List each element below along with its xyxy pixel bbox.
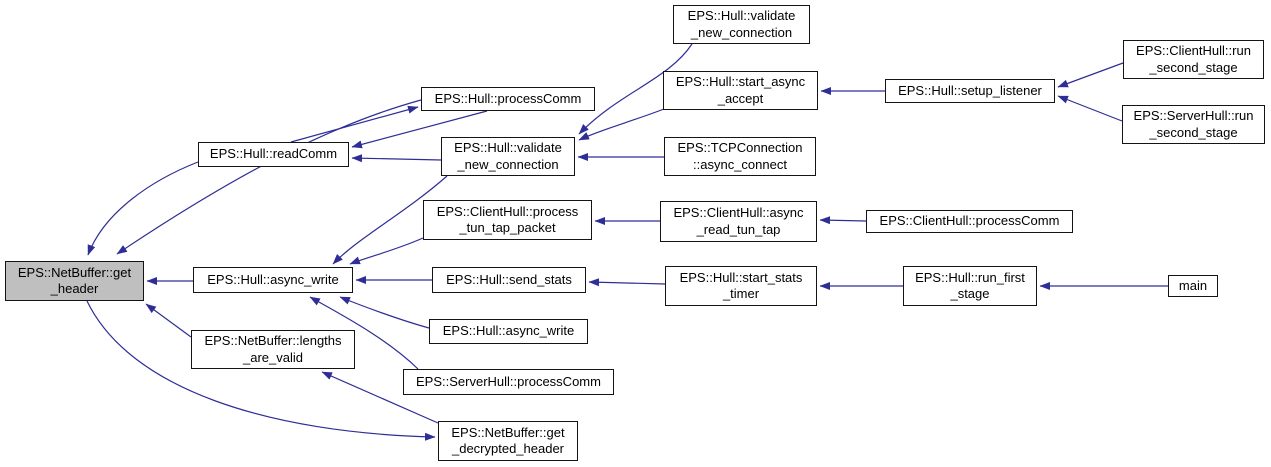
node-hull-setup-listener[interactable]: EPS::Hull::setup_listener <box>885 79 1055 103</box>
node-label: EPS::Hull::run_first <box>915 269 1025 285</box>
node-label: _header <box>50 281 99 296</box>
node-hull-process-comm[interactable]: EPS::Hull::processComm <box>421 87 595 111</box>
edge-client_run_second-to-setup_listener <box>1057 62 1124 88</box>
node-label: EPS::Hull::start_stats <box>679 269 803 285</box>
node-label: EPS::ServerHull::run <box>1133 108 1254 123</box>
node-label: main <box>1178 277 1208 293</box>
node-label: EPS::Hull::setup_listener <box>898 82 1042 98</box>
node-label: _second_stage <box>1149 124 1238 140</box>
node-clienthull-run-second-stage[interactable]: EPS::ClientHull::run_second_stage <box>1123 40 1264 79</box>
node-hull-read-comm[interactable]: EPS::Hull::readComm <box>198 142 349 167</box>
edge-start_stats_timer-to-send_stats <box>588 278 666 287</box>
node-label: EPS::TCPConnection <box>677 140 803 155</box>
node-serverhull-run-second-stage[interactable]: EPS::ServerHull::run_second_stage <box>1122 105 1265 144</box>
node-label: ::async_connect <box>693 156 787 172</box>
node-label: _stage <box>950 286 990 301</box>
edge-process_comm-to-get_header <box>116 99 422 255</box>
node-label: _accept <box>717 90 764 106</box>
node-clienthull-process-tun-tap-packet[interactable]: EPS::ClientHull::process_tun_tap_packet <box>423 200 592 240</box>
node-label: EPS::NetBuffer::lengths <box>204 333 342 348</box>
node-label: _new_connection <box>690 24 793 40</box>
edge-clienthull_process_comm-to-async_read_tun_tap <box>819 216 867 225</box>
edge-server_run_second-to-setup_listener <box>1057 95 1123 122</box>
node-hull-async-write[interactable]: EPS::Hull::async_write <box>193 267 353 293</box>
edge-process_comm-to-read_comm <box>351 110 488 149</box>
node-label: _second_stage <box>1149 59 1238 75</box>
edge-read_comm-to-process_comm <box>290 105 419 143</box>
node-label: EPS::ServerHull::processComm <box>416 373 601 389</box>
node-label: _read_tun_tap <box>696 221 781 237</box>
node-label: EPS::Hull::validate <box>687 8 796 23</box>
node-hull-start-async-accept[interactable]: EPS::Hull::start_async_accept <box>663 71 818 110</box>
node-hull-start-stats-timer[interactable]: EPS::Hull::start_stats_timer <box>665 266 817 306</box>
node-label: _new_connection <box>457 156 559 172</box>
edge-validate_top-to-validate_mid <box>578 43 693 135</box>
node-label: EPS::Hull::start_async <box>675 74 806 89</box>
node-label: _timer <box>722 286 760 301</box>
node-serverhull-process-comm[interactable]: EPS::ServerHull::processComm <box>403 369 614 395</box>
node-label: EPS::ClientHull::processComm <box>879 213 1060 229</box>
edge-validate_mid-to-read_comm <box>351 154 442 163</box>
node-label: _decrypted_header <box>451 441 565 456</box>
node-label: EPS::Hull::readComm <box>209 146 338 162</box>
node-label: _are_valid <box>243 349 303 365</box>
node-label: _tun_tap_packet <box>459 220 556 235</box>
edge-async_write_2-to-async_write <box>339 296 430 329</box>
node-hull-send-stats[interactable]: EPS::Hull::send_stats <box>432 267 586 293</box>
edge-read_comm-to-get_header <box>87 161 199 256</box>
edge-process_tun_tap-to-async_write <box>349 237 424 265</box>
node-label: EPS::ClientHull::run <box>1136 43 1251 58</box>
node-label: EPS::Hull::processComm <box>434 90 582 106</box>
node-label: EPS::NetBuffer::get <box>451 424 565 440</box>
node-tcpconnection-async-connect[interactable]: EPS::TCPConnection::async_connect <box>664 137 816 176</box>
node-clienthull-process-comm[interactable]: EPS::ClientHull::processComm <box>866 210 1073 233</box>
node-hull-run-first-stage[interactable]: EPS::Hull::run_first_stage <box>903 266 1037 306</box>
node-label: EPS::ClientHull::async <box>673 205 804 220</box>
edge-get_decrypted_header-to-lengths_are_valid <box>321 371 439 424</box>
node-hull-validate-new-connection-2[interactable]: EPS::Hull::validate_new_connection <box>673 5 810 44</box>
node-main[interactable]: main <box>1168 275 1218 297</box>
node-label: EPS::NetBuffer::get <box>17 264 132 280</box>
node-netbuffer-get-header: EPS::NetBuffer::get_header <box>5 261 144 301</box>
edge-start_async_accept-to-validate_mid <box>578 108 665 141</box>
node-label: EPS::Hull::send_stats <box>446 271 572 287</box>
node-clienthull-async-read-tun-tap[interactable]: EPS::ClientHull::async_read_tun_tap <box>660 201 817 242</box>
edge-lengths_are_valid-to-get_header <box>145 303 192 338</box>
edge-validate_mid-to-async_write <box>332 175 448 265</box>
edge-serverhull_process_comm-to-async_write <box>309 296 419 370</box>
node-label: EPS::Hull::async_write <box>207 271 339 287</box>
node-hull-async-write-overload[interactable]: EPS::Hull::async_write <box>429 319 588 344</box>
node-label: EPS::Hull::validate <box>454 140 562 155</box>
edge-get_header-to-get_decrypted_header <box>86 300 436 441</box>
node-netbuffer-get-decrypted-header[interactable]: EPS::NetBuffer::get_decrypted_header <box>438 421 578 461</box>
node-label: EPS::ClientHull::process <box>436 203 579 219</box>
node-label: EPS::Hull::async_write <box>442 323 575 339</box>
node-hull-validate-new-connection[interactable]: EPS::Hull::validate_new_connection <box>441 137 575 176</box>
node-netbuffer-lengths-are-valid[interactable]: EPS::NetBuffer::lengths_are_valid <box>191 330 355 369</box>
